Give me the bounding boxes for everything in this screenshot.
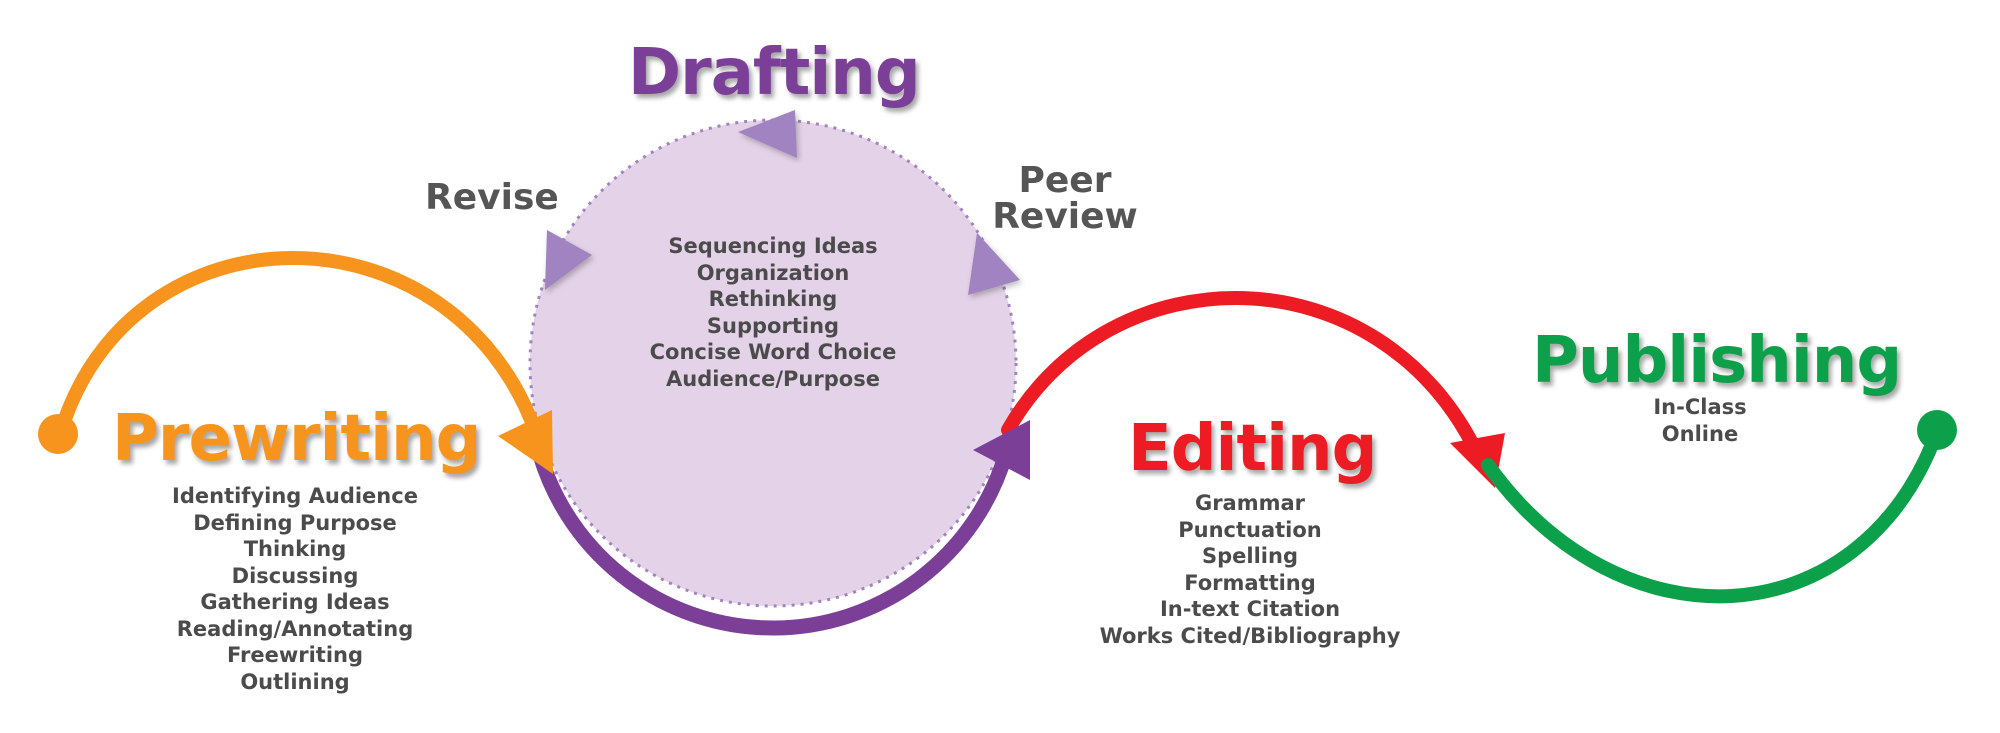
list-item: Concise Word Choice [649,340,897,364]
publishing-arc [1481,425,1944,604]
prewriting-title: Prewriting [112,402,481,476]
list-item: Works Cited/Bibliography [1099,623,1401,648]
list-item: Gathering Ideas [200,590,390,614]
list-item: Organization [696,260,850,285]
list-item: Spelling [1202,544,1298,568]
list-item: Grammar [1194,491,1306,515]
drafting-top-arrowhead [738,110,797,158]
list-item: Supporting [706,313,840,338]
publishing-items: In-Class Online [1600,394,1800,447]
drafting-title: Drafting [628,36,921,110]
publishing-end-dot [1917,410,1957,450]
peer-review-line1: Peer [1018,160,1112,201]
revise-label: Revise [425,177,559,218]
list-item: Identifying Audience [172,484,418,508]
list-item: Rethinking [708,287,838,311]
list-item: Reading/Annotating [176,616,414,641]
prewriting-arc [53,251,542,441]
list-item: In-text Citation [1159,597,1341,621]
drafting-bottom-arc [532,445,1014,636]
list-item: Formatting [1184,570,1316,595]
list-item: Audience/Purpose [666,366,880,391]
revise-arrowhead [545,230,592,290]
prewriting-start-dot [38,414,78,454]
drafting-items: Sequencing Ideas Organization Rethinking… [623,233,923,392]
peer-review-label: Peer Review [990,163,1140,235]
list-item: Defining Purpose [193,510,397,535]
list-item: Sequencing Ideas [668,234,878,258]
editing-arc [1001,290,1485,462]
drafting-entry-arrowhead [973,420,1030,480]
publishing-title: Publishing [1532,324,1902,398]
list-item: Thinking [243,537,347,561]
list-item: Online [1661,421,1739,446]
list-item: In-Class [1653,395,1747,419]
peer-review-arrowhead [968,233,1020,295]
list-item: Outlining [240,669,350,694]
list-item: Discussing [231,563,359,588]
list-item: Freewriting [226,643,364,667]
editing-title: Editing [1128,412,1377,486]
peer-review-line2: Review [992,196,1138,237]
prewriting-items: Identifying Audience Defining Purpose Th… [150,483,440,695]
editing-items: Grammar Punctuation Spelling Formatting … [1090,490,1410,649]
list-item: Punctuation [1178,517,1322,542]
prewriting-arrowhead [498,410,553,474]
